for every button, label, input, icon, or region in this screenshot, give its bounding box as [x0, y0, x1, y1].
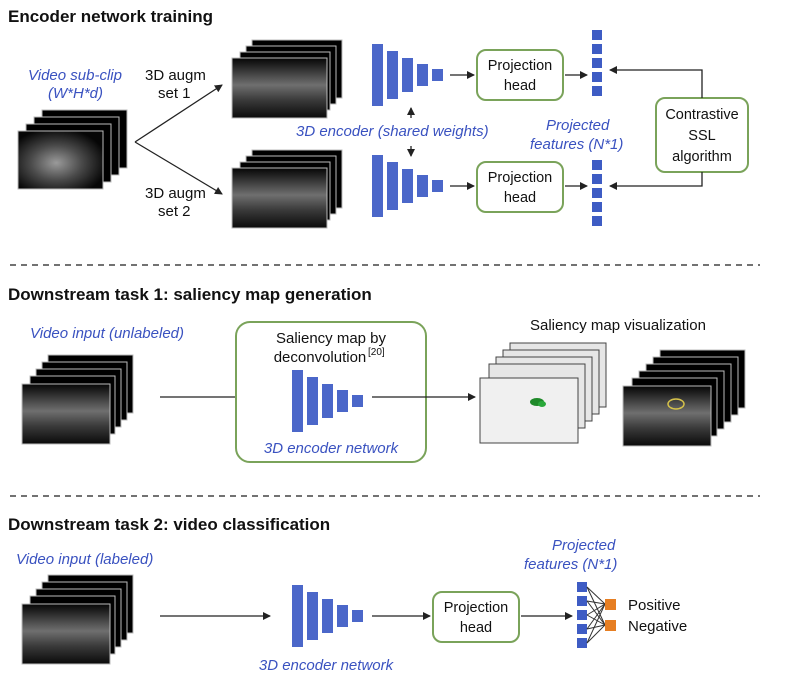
- aug1-line2: set 1: [158, 85, 191, 102]
- video-input-labeled-stack: [21, 574, 134, 665]
- ssl-line3: algorithm: [672, 149, 732, 165]
- projection-head-top-line1: Projection: [488, 58, 552, 74]
- class-positive-label: Positive: [628, 597, 681, 614]
- aug1-line1: 3D augm: [145, 67, 206, 84]
- projection-head-bottom-line1: Projection: [488, 170, 552, 186]
- video-subclip-stack: [17, 109, 128, 190]
- section3-input-label: Video input (labeled): [16, 551, 153, 568]
- projected-features-line2: features (N*1): [530, 136, 623, 153]
- augmented-clip-stack-1: [231, 39, 343, 119]
- projection-head-top: Projection head: [476, 49, 564, 101]
- aug2-line1: 3D augm: [145, 185, 206, 202]
- negative-output-node: [605, 620, 616, 631]
- saliency-box-line2: deconvolution: [274, 349, 367, 366]
- section2-input-label: Video input (unlabeled): [30, 325, 184, 342]
- input-label-line1: Video sub-clip: [28, 67, 122, 84]
- ssl-arrow-top: [609, 66, 703, 98]
- class-negative-label: Negative: [628, 618, 687, 635]
- projection-head-top-line2: head: [504, 78, 536, 94]
- contrastive-ssl-box: Contrastive SSL algorithm: [655, 97, 749, 173]
- encoder-shared-label: 3D encoder (shared weights): [296, 123, 489, 140]
- encoder-top: [372, 44, 443, 106]
- ssl-arrow-bottom: [609, 172, 703, 190]
- saliency-box-line1: Saliency map by: [276, 330, 387, 347]
- ssl-line1: Contrastive: [665, 107, 738, 123]
- ssl-line2: SSL: [688, 128, 715, 144]
- saliency-overlay-stack: [622, 349, 746, 447]
- section1-title: Encoder network training: [8, 7, 213, 26]
- projection-head-bottom: Projection head: [476, 161, 564, 213]
- encoder-section3: [292, 585, 363, 647]
- projection-head-section3: Projection head: [432, 591, 520, 643]
- positive-output-node: [605, 599, 616, 610]
- aug2-line2: set 2: [158, 203, 191, 220]
- section3-title: Downstream task 2: video classification: [8, 515, 330, 534]
- encoder-bottom: [372, 155, 443, 217]
- input-label-line2: (W*H*d): [48, 85, 103, 102]
- section2-title: Downstream task 1: saliency map generati…: [8, 285, 372, 304]
- projection-head-3-line2: head: [460, 620, 492, 636]
- section3-features-line2: features (N*1): [524, 556, 617, 573]
- feature-vector-section3: [577, 582, 587, 648]
- branch-arrow-top: [134, 84, 223, 143]
- classification-connections: [586, 586, 606, 644]
- feature-vector-top: [592, 30, 602, 96]
- feature-vector-bottom: [592, 160, 602, 226]
- saliency-box-reference: [20]: [368, 347, 385, 358]
- video-input-unlabeled-stack: [21, 354, 134, 445]
- augmented-clip-stack-2: [231, 149, 343, 229]
- section3-features-line1: Projected: [552, 537, 616, 554]
- projection-head-bottom-line2: head: [504, 190, 536, 206]
- projection-head-3-line1: Projection: [444, 600, 508, 616]
- saliency-deconv-box: Saliency map by deconvolution [20] 3D en…: [235, 321, 427, 463]
- section2-encoder-label: 3D encoder network: [264, 440, 400, 457]
- saliency-visualization-label: Saliency map visualization: [530, 317, 706, 334]
- projected-features-line1: Projected: [546, 117, 610, 134]
- branch-arrow-bottom: [134, 141, 223, 195]
- section3-encoder-label: 3D encoder network: [259, 657, 395, 674]
- saliency-map-stack: [479, 342, 607, 444]
